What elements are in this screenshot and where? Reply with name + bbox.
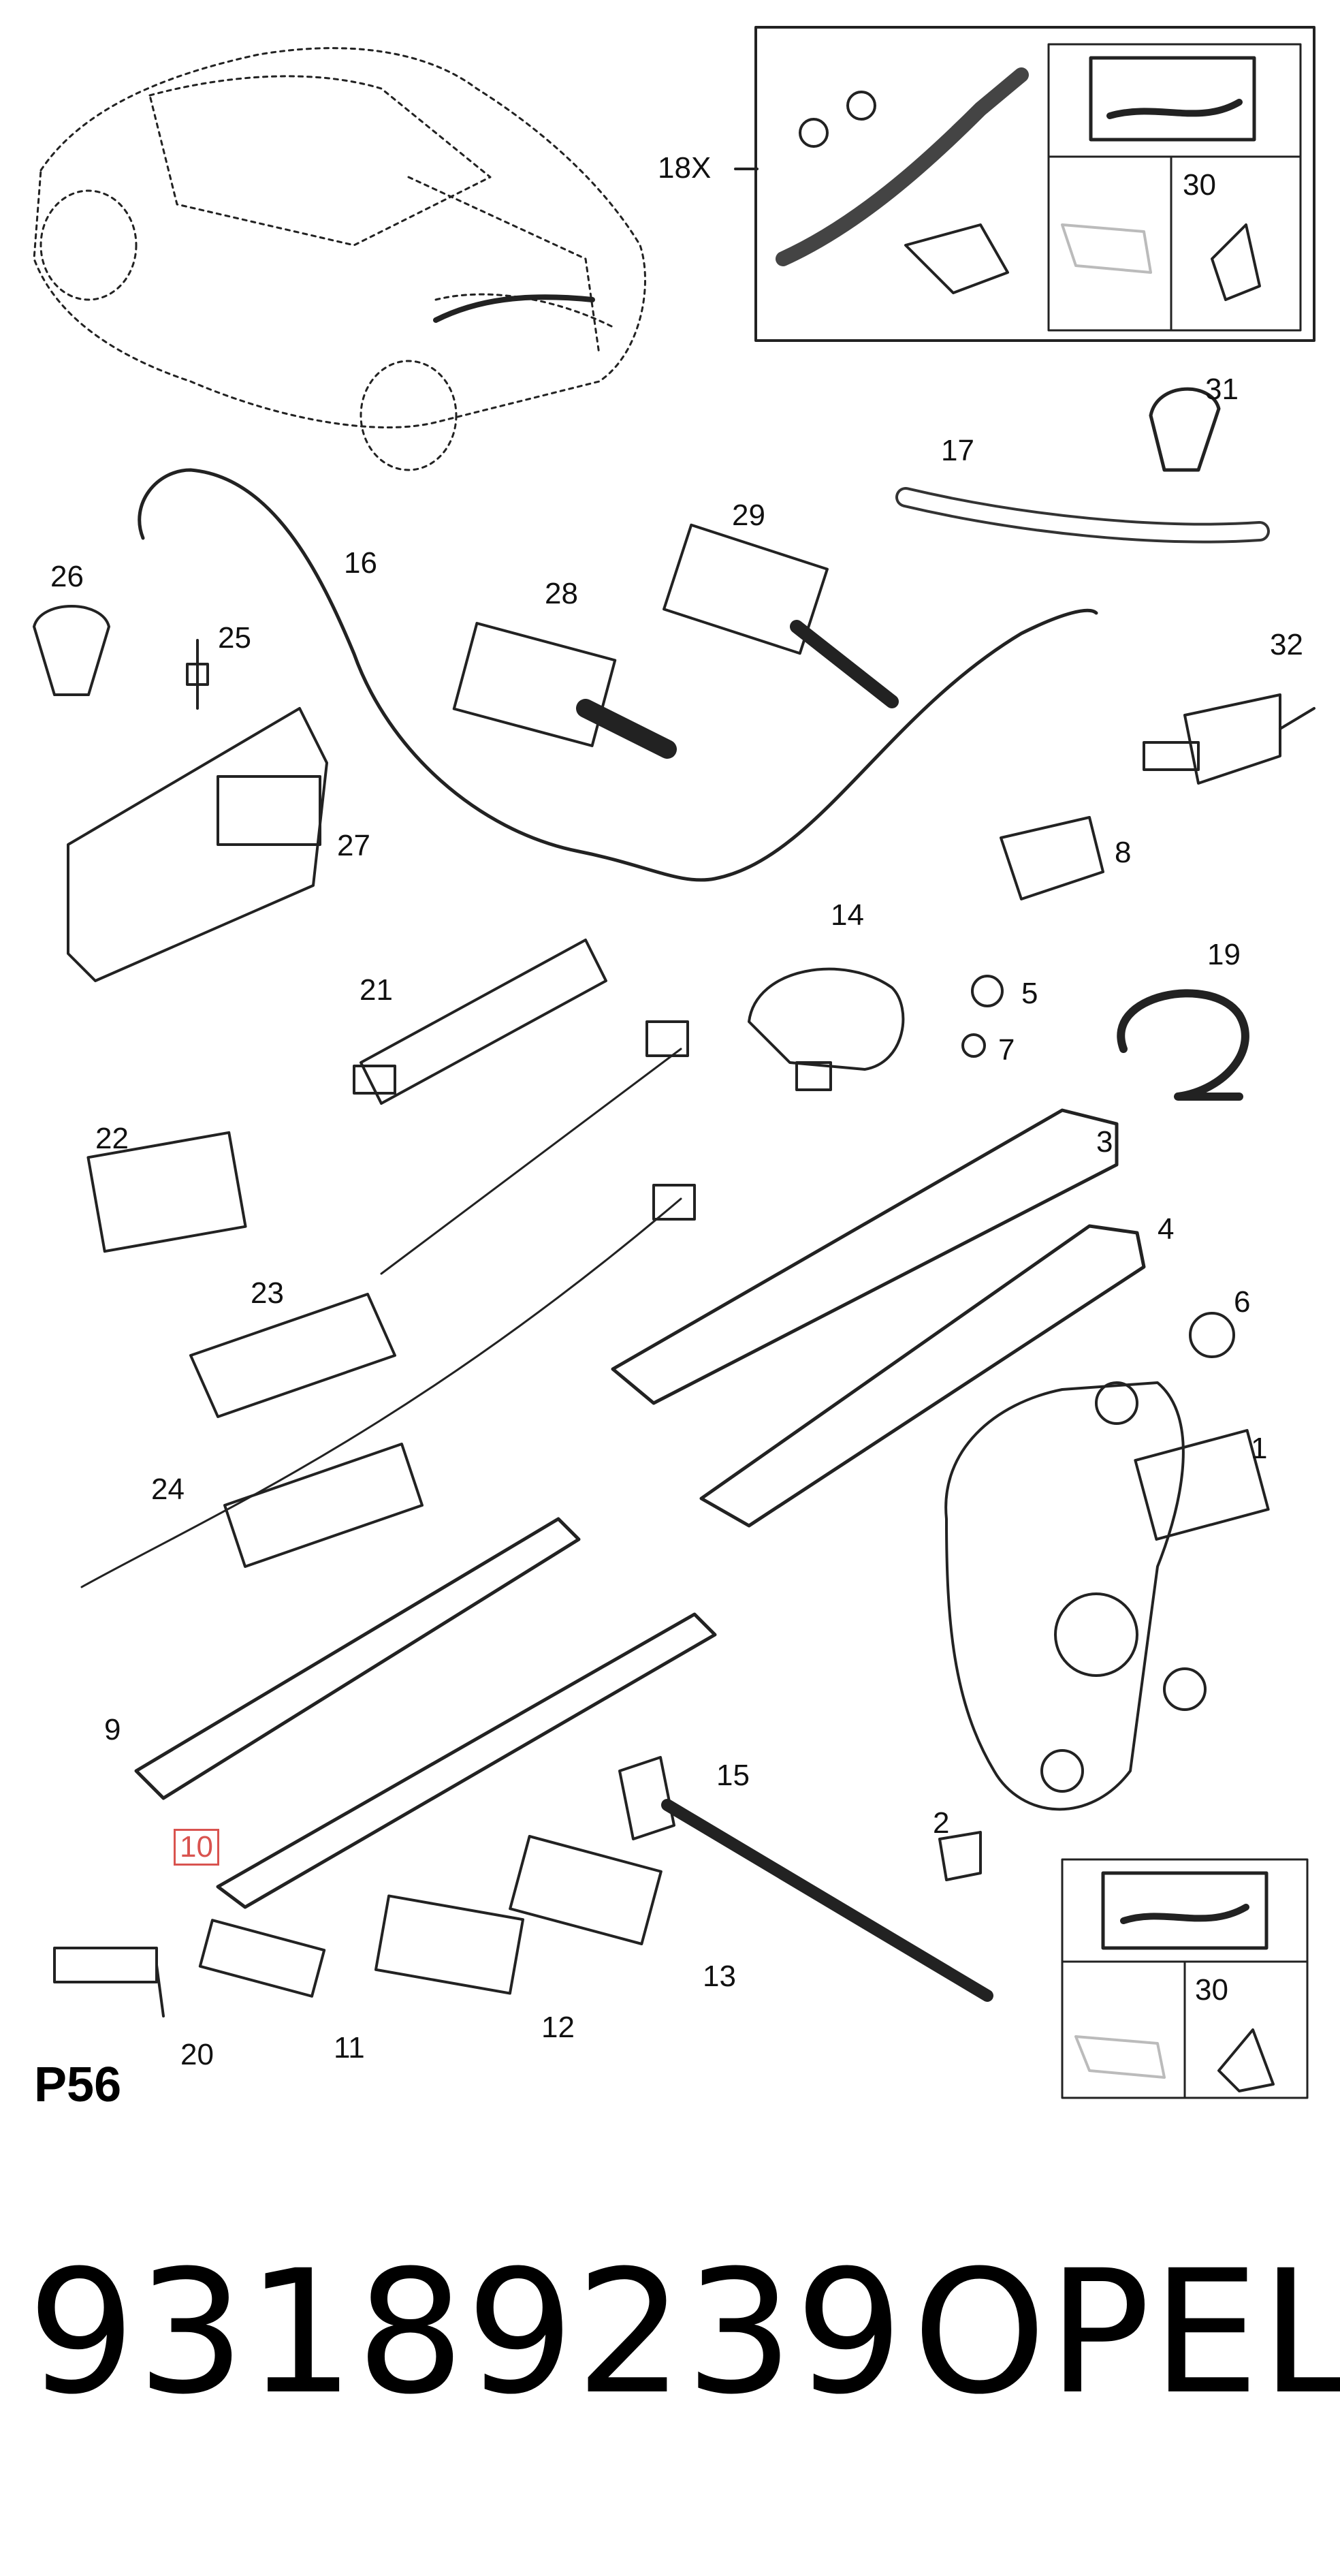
grommet-6 <box>1189 1312 1235 1358</box>
callout-5: 5 <box>1021 977 1038 1010</box>
callout-3: 3 <box>1096 1125 1113 1159</box>
bracket-27 <box>67 707 328 982</box>
switch-22 <box>86 1131 247 1253</box>
callout-32: 32 <box>1270 628 1303 661</box>
actuator-29 <box>663 523 899 708</box>
service-info-box-top <box>1047 43 1302 332</box>
connector-21 <box>353 939 607 1105</box>
callout-11: 11 <box>334 2031 365 2064</box>
wiper-blade-10 <box>216 1612 717 1909</box>
washer-7 <box>961 1033 986 1058</box>
callout-20: 20 <box>180 2038 214 2071</box>
connector-13 <box>509 1834 663 1946</box>
callout-9: 9 <box>104 1713 121 1746</box>
callout-2: 2 <box>933 1806 950 1840</box>
wiper-blade-9 <box>134 1517 581 1800</box>
connector-11 <box>198 1919 326 1998</box>
callout-21: 21 <box>360 973 393 1007</box>
callout-10-highlighted[interactable]: 10 <box>174 1829 219 1866</box>
callout-16: 16 <box>344 546 377 580</box>
callout-15: 15 <box>716 1759 750 1792</box>
page-code: P56 <box>34 2058 122 2112</box>
brand-name: OPEL <box>912 2233 1340 2432</box>
callout-31: 31 <box>1205 373 1239 406</box>
connector-20 <box>53 1947 165 2017</box>
actuator-28 <box>452 622 677 759</box>
callout-30-bottom: 30 <box>1195 1973 1228 2007</box>
wiper-motor-1 <box>944 1381 1270 1811</box>
tool-15-head <box>618 1756 675 1840</box>
license-light-23 <box>189 1020 689 1418</box>
callout-28: 28 <box>545 577 578 610</box>
connector-12 <box>374 1894 525 1995</box>
callout-29: 29 <box>732 499 765 532</box>
tool-15-rod <box>661 1799 993 2002</box>
callout-6: 6 <box>1234 1285 1251 1319</box>
callout-23: 23 <box>251 1276 284 1310</box>
part-8 <box>1000 816 1104 900</box>
manual-book-icon <box>1089 56 1256 142</box>
callout-26: 26 <box>50 560 84 593</box>
nut-5 <box>971 975 1004 1007</box>
hose-connector <box>776 67 1029 266</box>
callout-25: 25 <box>218 621 251 655</box>
tape-roll-19 <box>1117 989 1249 1101</box>
cap-31 <box>1149 387 1221 472</box>
callout-1: 1 <box>1251 1432 1268 1465</box>
callout-24: 24 <box>151 1473 185 1506</box>
pin-25 <box>186 639 209 710</box>
callout-30-top: 30 <box>1183 168 1216 202</box>
clip-26 <box>33 605 110 696</box>
car-illustration <box>33 47 646 471</box>
callout-13: 13 <box>703 1960 736 1993</box>
callout-17: 17 <box>941 434 974 467</box>
callout-12: 12 <box>541 2011 575 2044</box>
callout-4: 4 <box>1158 1212 1175 1246</box>
callout-27: 27 <box>337 829 370 862</box>
callout-22: 22 <box>95 1122 129 1155</box>
switch-32 <box>1143 693 1315 785</box>
callout-8: 8 <box>1115 836 1132 869</box>
tailgate-wire <box>433 294 595 323</box>
callout-19: 19 <box>1207 938 1241 971</box>
nozzle-14 <box>748 967 905 1071</box>
kit-panel-18x <box>754 26 1315 342</box>
callout-7: 7 <box>998 1033 1015 1067</box>
wiper-arm-3 <box>611 1108 1119 1405</box>
bolt-2 <box>938 1831 982 1881</box>
part-number: 93189239 <box>27 2233 905 2432</box>
license-light-24 <box>80 1184 696 1588</box>
callout-14: 14 <box>831 898 864 932</box>
callout-18x: 18X <box>658 151 712 185</box>
manual-book-icon-bottom <box>1101 1871 1269 1950</box>
wiper-arm-4 <box>699 1224 1146 1528</box>
washer-tube-16 <box>138 468 1098 882</box>
